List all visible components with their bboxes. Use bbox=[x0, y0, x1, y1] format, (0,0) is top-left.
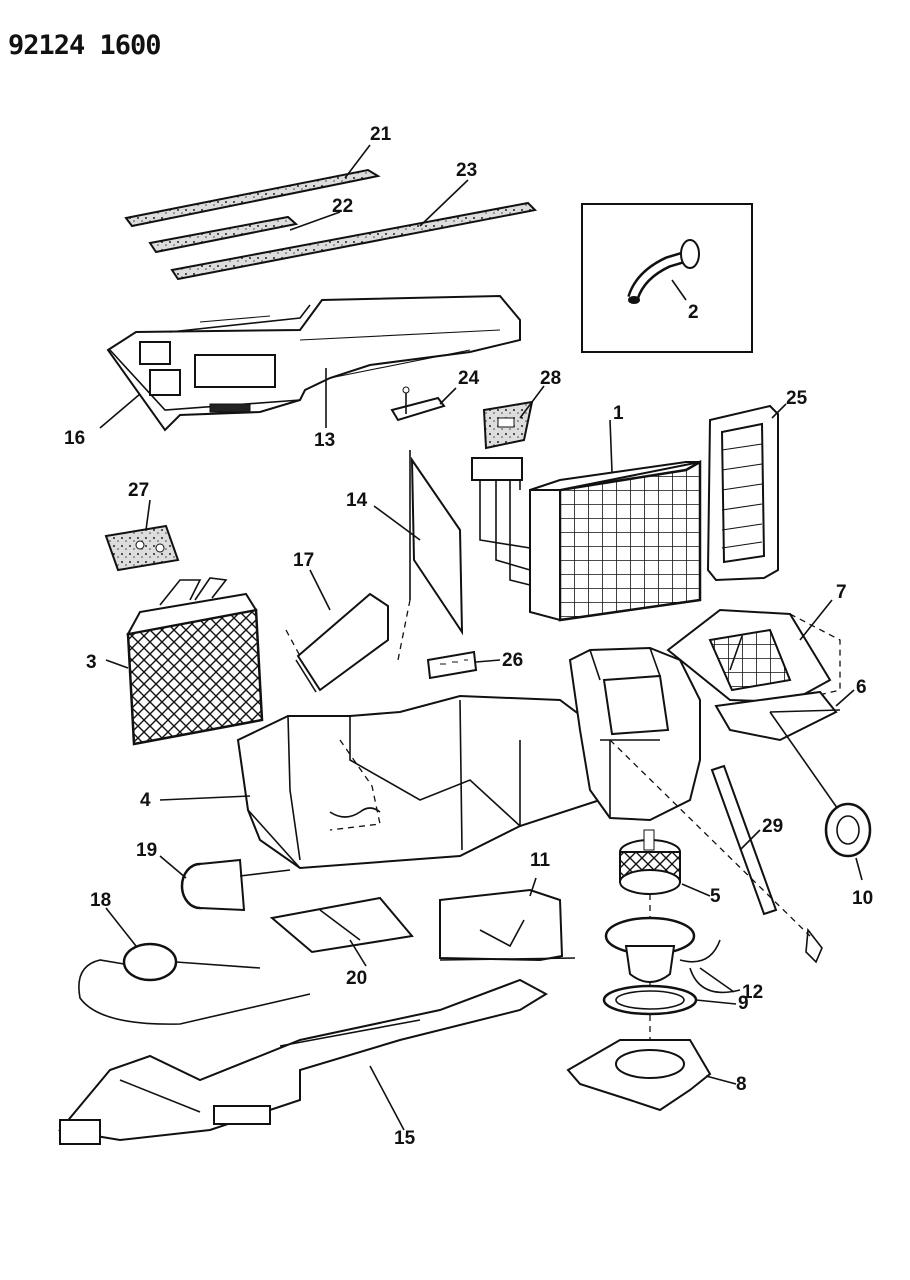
callout-21: 21 bbox=[370, 124, 392, 145]
callout-4: 4 bbox=[140, 790, 151, 811]
callout-13: 13 bbox=[314, 430, 335, 451]
callout-labels: 1 2 3 4 5 6 7 8 9 10 11 12 13 14 15 16 1… bbox=[64, 124, 873, 1149]
callout-22: 22 bbox=[332, 196, 353, 217]
callout-6: 6 bbox=[856, 677, 867, 698]
blower-housing bbox=[568, 646, 701, 822]
vacuum-actuator-10 bbox=[769, 711, 872, 858]
callout-2: 2 bbox=[688, 302, 699, 323]
cover-13-16 bbox=[106, 294, 521, 432]
bracket-11 bbox=[439, 888, 576, 962]
seal-frame-25 bbox=[706, 404, 779, 582]
callout-25: 25 bbox=[786, 388, 808, 409]
callout-29: 29 bbox=[762, 816, 783, 837]
callout-11: 11 bbox=[530, 850, 551, 871]
leader-lines bbox=[99, 144, 863, 1131]
callout-10: 10 bbox=[852, 888, 873, 909]
plate-6 bbox=[714, 690, 841, 742]
callout-9: 9 bbox=[738, 993, 749, 1014]
gasket-9 bbox=[602, 984, 698, 1016]
callout-8: 8 bbox=[736, 1074, 747, 1095]
callout-12: 12 bbox=[742, 982, 763, 1003]
diagram-code: 92124 1600 bbox=[8, 30, 162, 61]
seal-strip-21 bbox=[124, 168, 381, 228]
duct-15 bbox=[58, 978, 549, 1145]
callout-7: 7 bbox=[836, 582, 847, 603]
housing-4 bbox=[236, 694, 601, 870]
vacuum-actuator-18 bbox=[78, 942, 311, 1025]
blower-wheel-5 bbox=[619, 829, 681, 895]
callout-5: 5 bbox=[710, 886, 721, 907]
pad-28 bbox=[482, 400, 534, 450]
bracket-29 bbox=[609, 739, 823, 964]
seal-strip-22 bbox=[148, 215, 299, 254]
callout-19: 19 bbox=[136, 840, 157, 861]
seal-strip-23 bbox=[170, 201, 538, 281]
door-17 bbox=[285, 592, 389, 693]
blower-motor-12 bbox=[604, 894, 741, 1060]
heater-core-3 bbox=[126, 577, 264, 746]
callout-16: 16 bbox=[64, 428, 85, 449]
actuator-19 bbox=[180, 858, 291, 912]
evaporator-core-1 bbox=[471, 457, 702, 622]
callout-14: 14 bbox=[346, 490, 368, 511]
callout-18: 18 bbox=[90, 890, 111, 911]
callout-23: 23 bbox=[456, 160, 477, 181]
callout-15: 15 bbox=[394, 1128, 416, 1149]
plate-20 bbox=[269, 896, 414, 954]
callout-1: 1 bbox=[613, 403, 624, 424]
pad-27 bbox=[104, 524, 180, 572]
callout-27: 27 bbox=[128, 480, 149, 501]
callout-26: 26 bbox=[502, 650, 523, 671]
callout-20: 20 bbox=[346, 968, 367, 989]
callout-24: 24 bbox=[458, 368, 480, 389]
inset-box-2 bbox=[581, 203, 753, 353]
door-14 bbox=[397, 450, 464, 661]
callout-17: 17 bbox=[293, 550, 314, 571]
clip-26 bbox=[426, 650, 478, 680]
callout-3: 3 bbox=[86, 652, 97, 673]
mode-door-7 bbox=[666, 608, 841, 704]
callout-28: 28 bbox=[540, 368, 561, 389]
mounting-plate-8 bbox=[566, 1039, 712, 1112]
bracket-24 bbox=[390, 386, 446, 422]
